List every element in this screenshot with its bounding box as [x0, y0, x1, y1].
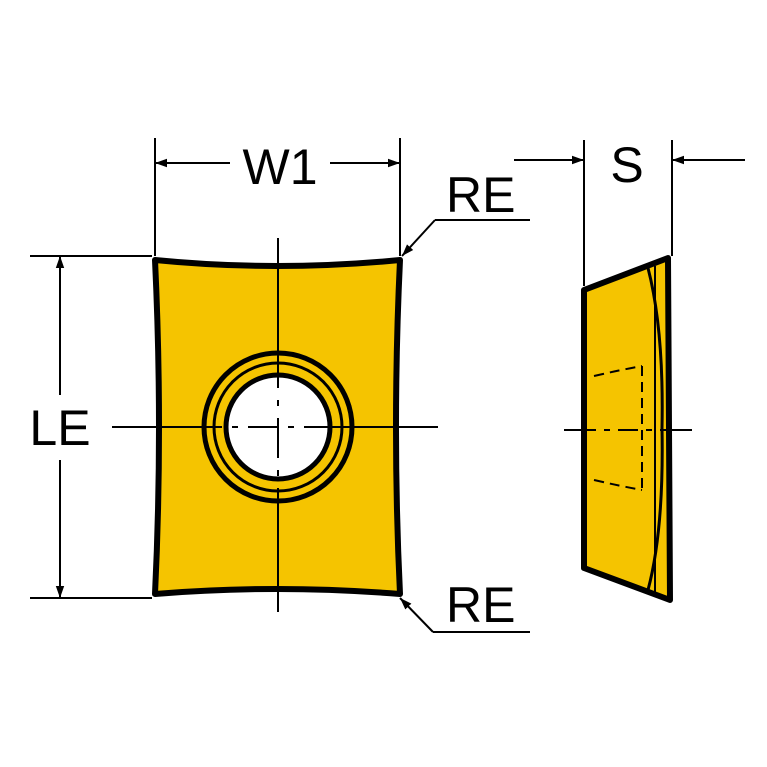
corner-radius-top-callout: RE [401, 167, 530, 257]
corner-radius-bottom-callout: RE [399, 577, 530, 633]
width-label: W1 [243, 139, 318, 195]
length-label: LE [29, 400, 90, 456]
thickness-dimension: S [514, 137, 745, 286]
length-dimension: LE [29, 255, 152, 599]
side-inner-edge [646, 267, 664, 591]
hidden-hole-bottom [593, 479, 643, 491]
corner-radius-bottom-label: RE [446, 577, 515, 633]
corner-radius-top-label: RE [446, 167, 515, 223]
side-view [564, 255, 692, 603]
hidden-hole-top [593, 365, 643, 377]
thickness-label: S [610, 137, 643, 193]
width-dimension: W1 [154, 138, 401, 256]
front-view [112, 238, 438, 612]
